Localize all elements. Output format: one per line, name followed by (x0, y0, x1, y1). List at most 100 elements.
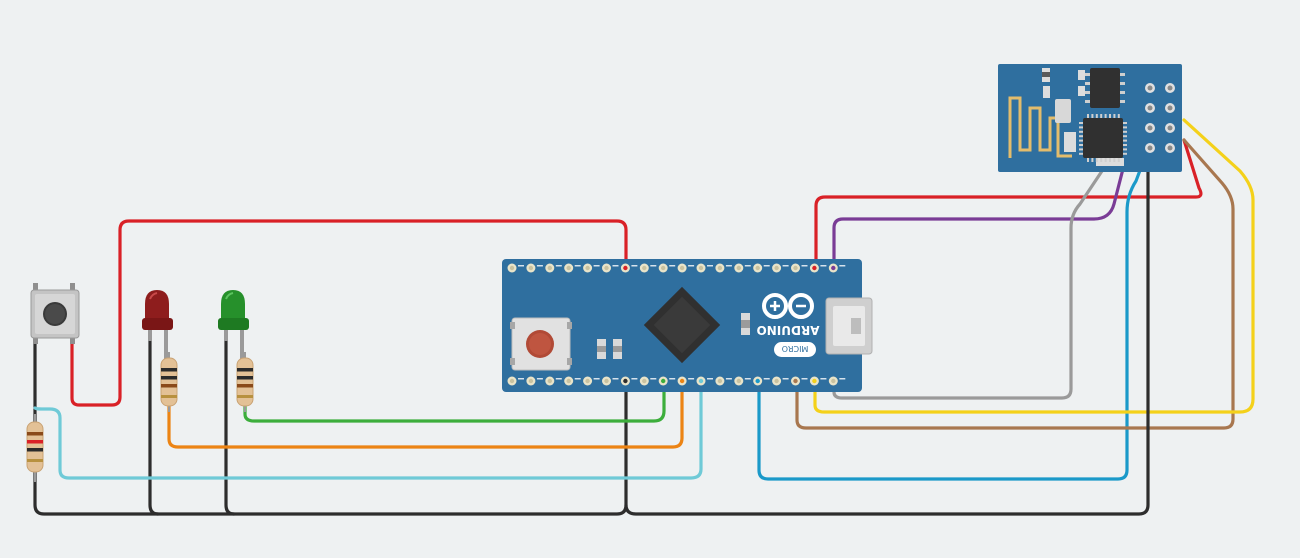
header-pin-hole (679, 378, 685, 384)
esp8266-wifi-module[interactable] (998, 64, 1182, 172)
wire-green[interactable] (243, 379, 666, 423)
microcontroller-chip (643, 286, 721, 364)
header-pin-hole (812, 265, 817, 271)
header-pin-hole (642, 265, 647, 271)
chip-pin (1123, 144, 1127, 146)
pin-silkscreen (555, 265, 562, 267)
esp-chip-body (1083, 118, 1123, 158)
flash-chip (1085, 68, 1125, 108)
header-pin-hole (698, 378, 704, 384)
wire-light-blue[interactable] (33, 379, 703, 480)
chip-pin (1123, 126, 1127, 129)
header-pin-hole (604, 265, 609, 271)
pin-silkscreen (574, 265, 581, 267)
flash-chip-pins (1085, 73, 1125, 103)
wire-red-button[interactable] (70, 219, 628, 407)
header-pin-hole (604, 378, 609, 384)
pin-silkscreen (801, 378, 808, 380)
resistor-button[interactable] (26, 414, 44, 482)
led-leg (224, 325, 228, 341)
pin-silkscreen (725, 378, 732, 380)
resistor-green-led[interactable] (236, 352, 254, 412)
model-badge (774, 342, 816, 357)
pin-silkscreen (536, 265, 543, 267)
smd-crystal-band (741, 320, 750, 328)
reset-button-cap-inner (529, 333, 551, 355)
bottom-pin-row (507, 376, 846, 386)
header-pin-hole (755, 265, 760, 271)
wire-blue[interactable] (757, 163, 1144, 481)
reset-button-tab (510, 322, 515, 329)
header-pin-hole (509, 378, 515, 384)
chip-pin (1087, 158, 1089, 162)
resistor-body (26, 421, 44, 473)
pin-silkscreen (612, 378, 619, 380)
infinity-logo-icon (762, 293, 814, 319)
wire-black-red-led[interactable] (148, 328, 160, 516)
push-button[interactable] (30, 283, 80, 344)
pin-silkscreen (744, 265, 751, 267)
header-pin-hole (831, 378, 836, 384)
esp-header-pin-hole (1167, 105, 1173, 111)
wire-black-ground[interactable] (33, 379, 628, 516)
arduino-logo: MICRO ARDUINO (757, 293, 820, 357)
arduino-micro[interactable]: MICRO ARDUINO (502, 259, 873, 392)
pin-silkscreen (574, 378, 581, 380)
header-pin-hole (661, 265, 666, 271)
model-text: MICRO (782, 344, 809, 353)
chip-pin (1095, 114, 1098, 118)
pin-silkscreen (518, 378, 524, 380)
wire-red-esp[interactable] (814, 138, 1203, 270)
led-rim (218, 318, 249, 330)
header-pin-hole (812, 378, 817, 384)
header-pin-hole (547, 265, 552, 271)
chip-pin (1087, 114, 1089, 118)
chip-pin (1113, 158, 1116, 162)
resistor-band (237, 368, 253, 372)
resistor-red-led[interactable] (160, 352, 178, 412)
button-cap-inner (45, 304, 65, 324)
button-leg (70, 283, 75, 293)
esp-header-pin-hole (1147, 145, 1153, 151)
resistor-body (236, 357, 254, 407)
chip-pin (1123, 135, 1127, 138)
pin-silkscreen (782, 378, 789, 380)
wire-orange[interactable] (167, 379, 684, 449)
header-pin-hole (585, 265, 590, 271)
resistor-band (27, 448, 43, 452)
led-highlight (225, 292, 234, 300)
esp-chip-pins (1079, 114, 1127, 162)
resistor-band (161, 395, 177, 398)
red-led[interactable] (142, 290, 173, 365)
chip-pin (1120, 82, 1125, 85)
pin-silkscreen (555, 378, 562, 380)
green-led[interactable] (218, 290, 249, 365)
logo-text: ARDUINO (757, 323, 820, 337)
header-pin-hole (717, 265, 723, 271)
resistor-band (161, 368, 177, 372)
wire-black-green-led[interactable] (224, 328, 236, 516)
header-pin-hole (831, 265, 836, 271)
chip-pin (1123, 139, 1127, 142)
chip-pin (1109, 114, 1111, 118)
wire-yellow[interactable] (813, 118, 1255, 414)
wire-gray[interactable] (832, 163, 1108, 400)
wire-purple[interactable] (832, 163, 1126, 270)
pin-silkscreen (593, 378, 600, 380)
reset-button[interactable] (510, 317, 572, 371)
smd-capacitor (1078, 86, 1085, 96)
wire-black-esp[interactable] (624, 163, 1150, 516)
chip-pin (1085, 100, 1090, 103)
wire-brown[interactable] (795, 138, 1235, 430)
header-pin-hole (509, 265, 515, 271)
esp-pin-header (1145, 83, 1175, 153)
wires (33, 118, 1255, 516)
header-pin-hole (774, 265, 779, 271)
resistor-band (237, 384, 253, 388)
chip-pin (1104, 158, 1107, 162)
chip-pin (1117, 158, 1120, 162)
pin-silkscreen (631, 378, 638, 380)
chip-pin (1104, 114, 1107, 118)
esp-header-pin-hole (1167, 85, 1173, 91)
pin-silkscreen (763, 265, 770, 267)
